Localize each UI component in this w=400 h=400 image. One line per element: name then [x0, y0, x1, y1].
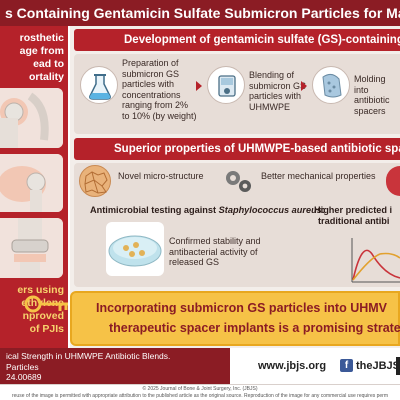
step-line: concentrations: [122, 89, 181, 100]
step-line: particles with: [122, 79, 175, 89]
step-molding-text: Molding into antibiotic spacers: [354, 74, 400, 116]
problem-line: age from: [19, 45, 64, 57]
stability-text: Confirmed stability and antibacterial ac…: [169, 236, 261, 268]
problem-statement: rosthetic age from ead to ortality: [0, 32, 68, 84]
predicted-efficacy-text: Higher predicted i traditional antibi: [314, 205, 392, 227]
key-icon: [24, 292, 70, 316]
conclusion-line: of PJIs: [29, 323, 64, 335]
citation-doi: 24.00689: [6, 372, 42, 382]
arrow-right-icon: [301, 81, 307, 91]
step-line: UHMWPE: [249, 101, 290, 112]
left-panel: rosthetic age from ead to ortality: [0, 26, 68, 348]
step-line: Blending of: [249, 70, 295, 80]
problem-line: rosthetic: [19, 32, 64, 44]
title-prefix: Antimicrobial testing against: [90, 205, 219, 215]
facebook-icon[interactable]: f: [340, 359, 353, 372]
partial-icon: [396, 357, 400, 375]
petri-dish-icon: [106, 222, 164, 276]
problem-line: ortality: [28, 71, 64, 83]
citation-line: Particles: [6, 362, 39, 372]
copyright-strip: © 2025 Journal of Bone & Joint Surgery, …: [0, 384, 400, 400]
microstructure-icon: [79, 165, 111, 197]
conclusion-line-1: Incorporating submicron GS particles int…: [96, 301, 388, 315]
shoulder-joint-image: [0, 88, 63, 148]
step-line: submicron GS: [122, 68, 180, 79]
citation-line: ical Strength in UHMWPE Antibiotic Blend…: [6, 351, 171, 361]
development-heading: Development of gentamicin sulfate (GS)-c…: [74, 29, 400, 51]
spacer-mold-icon: [312, 66, 350, 104]
gears-icon: [222, 167, 254, 195]
hip-joint-image: [0, 154, 63, 212]
title-suffix: :: [321, 205, 325, 215]
problem-line: ead to: [33, 58, 64, 70]
partial-red-icon: [386, 166, 400, 196]
conclusion-statement: ers using ethylene nproved of PJIs: [0, 284, 68, 336]
properties-heading: Superior properties of UHMWPE-based anti…: [74, 138, 400, 160]
step-preparation-text: Preparation of submicron GS particles wi…: [122, 58, 197, 121]
stability-line: released GS: [169, 257, 220, 267]
main-content: Development of gentamicin sulfate (GS)-c…: [70, 26, 400, 348]
step-line: spacers: [354, 105, 386, 116]
knee-joint-image: [0, 218, 63, 278]
mechanical-properties-label: Better mechanical properties: [261, 171, 376, 181]
step-line: to 10% (by weight): [122, 110, 197, 121]
conclusion-line: ers using: [17, 284, 64, 296]
step-line: Preparation of: [122, 58, 179, 68]
conclusion-line-2: therapeutic spacer implants is a promisi…: [109, 321, 400, 335]
step-line: antibiotic: [354, 95, 390, 105]
footer-links: www.jbjs.org f theJBJS: [230, 348, 400, 384]
arrow-right-icon: [196, 81, 202, 91]
citation-panel: ical Strength in UHMWPE Antibiotic Blend…: [0, 348, 230, 384]
step-blending-text: Blending of submicron GS particles with …: [249, 70, 306, 112]
predicted-line: traditional antibi: [318, 216, 390, 226]
step-line: Molding into: [354, 74, 386, 95]
flask-icon: [80, 66, 118, 104]
step-line: ranging from 2%: [122, 100, 189, 110]
step-line: submicron GS: [249, 80, 307, 91]
release-curve-chart-icon: [350, 234, 400, 284]
divider: [68, 26, 70, 348]
conclusion-box: Incorporating submicron GS particles int…: [70, 291, 400, 346]
blender-icon: [207, 66, 245, 104]
antimicrobial-testing-title: Antimicrobial testing against Staphyloco…: [90, 205, 325, 216]
conclusion-line: nproved: [22, 310, 64, 322]
copyright-text: © 2025 Journal of Bone & Joint Surgery, …: [142, 386, 258, 392]
predicted-line: Higher predicted i: [314, 205, 393, 215]
website-link[interactable]: www.jbjs.org: [258, 360, 327, 372]
social-handle-link[interactable]: theJBJS: [356, 360, 400, 372]
banner-title: s Containing Gentamicin Sulfate Submicro…: [0, 0, 400, 26]
stability-line: antibacterial activity of: [169, 246, 258, 257]
species-name: Staphylococcus aureus: [218, 205, 322, 215]
stability-line: Confirmed stability and: [169, 236, 261, 246]
reuse-notice: reuse of the image is permitted with app…: [11, 393, 389, 399]
step-line: particles with: [249, 91, 302, 101]
micro-structure-label: Novel micro-structure: [118, 171, 204, 181]
